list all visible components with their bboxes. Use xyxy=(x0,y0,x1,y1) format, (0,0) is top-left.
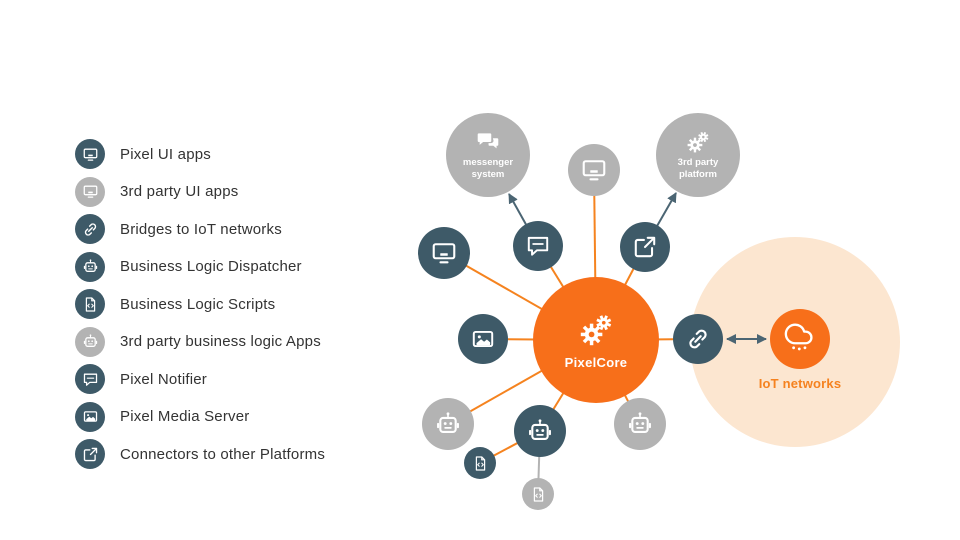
gears-icon xyxy=(685,129,711,155)
legend-item: 3rd party UI apps xyxy=(75,176,325,207)
monitor-icon xyxy=(75,139,105,169)
legend-item-label: 3rd party UI apps xyxy=(120,183,239,200)
cloud-icon xyxy=(783,322,817,356)
messenger-system-label: messenger system xyxy=(462,157,514,180)
external-link-icon xyxy=(75,439,105,469)
link-icon xyxy=(685,326,711,352)
node-3rd-party-logic-app-left xyxy=(422,398,474,450)
legend: Pixel UI apps 3rd party UI apps Bridges … xyxy=(75,139,325,469)
legend-item-label: Bridges to IoT networks xyxy=(120,220,282,238)
node-pixel-media-server xyxy=(458,314,508,364)
robot-icon xyxy=(434,410,462,438)
script-icon xyxy=(472,455,489,472)
node-platform-connector xyxy=(620,222,670,272)
legend-item: Business Logic Scripts xyxy=(75,289,325,319)
script-icon xyxy=(530,486,547,503)
monitor-icon xyxy=(75,176,105,207)
node-business-logic-script xyxy=(464,447,496,479)
media-icon xyxy=(470,326,496,352)
legend-item: Business Logic Dispatcher xyxy=(75,251,325,282)
robot-icon xyxy=(75,251,105,282)
legend-item: Pixel Notifier xyxy=(75,364,325,394)
messenger-icon xyxy=(475,129,501,155)
node-iot-cloud xyxy=(770,309,830,369)
robot-icon xyxy=(75,326,105,357)
legend-item-label: Pixel Notifier xyxy=(120,370,207,388)
node-pixel-ui-app xyxy=(418,227,470,279)
legend-item-label: Business Logic Scripts xyxy=(120,295,276,313)
link-icon xyxy=(75,214,105,244)
chat-icon xyxy=(525,233,551,259)
legend-item: Bridges to IoT networks xyxy=(75,214,325,244)
legend-item-label: Pixel Media Server xyxy=(120,408,250,425)
gears-icon xyxy=(577,311,615,349)
media-icon xyxy=(75,401,105,432)
legend-item-label: Connectors to other Platforms xyxy=(120,445,326,463)
node-pixel-notifier xyxy=(513,221,563,271)
iot-networks-label: IoT networks xyxy=(758,376,842,391)
legend-item-label: Pixel UI apps xyxy=(120,145,211,163)
chat-icon xyxy=(75,364,105,394)
node-iot-bridge xyxy=(673,314,723,364)
legend-item: Pixel Media Server xyxy=(75,401,325,432)
node-messenger-system: messenger system xyxy=(446,113,530,197)
legend-item-label: 3rd party business logic Apps xyxy=(120,333,321,350)
node-business-logic-dispatcher xyxy=(514,405,566,457)
legend-item: 3rd party business logic Apps xyxy=(75,326,325,357)
node-3rd-party-logic-script xyxy=(522,478,554,510)
legend-item: Connectors to other Platforms xyxy=(75,439,325,469)
monitor-icon xyxy=(430,239,458,267)
script-icon xyxy=(75,289,105,319)
legend-item-label: Business Logic Dispatcher xyxy=(120,258,302,275)
third-party-platform-label: 3rd party platform xyxy=(677,157,719,180)
robot-icon xyxy=(526,417,554,445)
pixelcore-label: PixelCore xyxy=(564,354,628,370)
external-link-icon xyxy=(632,234,658,260)
legend-item: Pixel UI apps xyxy=(75,139,325,169)
node-3rd-party-ui-app xyxy=(568,144,620,196)
node-3rd-party-logic-app-right xyxy=(614,398,666,450)
monitor-icon xyxy=(580,156,608,184)
node-pixelcore: PixelCore xyxy=(533,277,659,403)
node-3rd-party-platform: 3rd party platform xyxy=(656,113,740,197)
robot-icon xyxy=(626,410,654,438)
